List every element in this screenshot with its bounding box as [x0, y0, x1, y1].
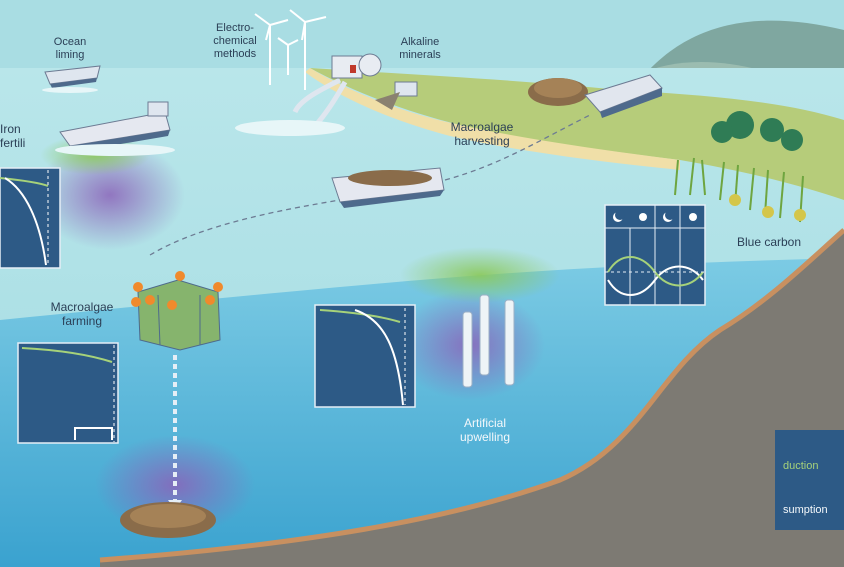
label-farming-2: farming [40, 314, 124, 328]
legend: duction sumption [775, 430, 844, 530]
label-alkaline-minerals: Alkaline minerals [388, 36, 452, 62]
label-alkaline-2: minerals [388, 49, 452, 62]
label-farming-1: Macroalgae [40, 300, 124, 314]
label-harvesting-1: Macroalgae [440, 120, 524, 134]
green-glow [400, 247, 560, 303]
label-macroalgae-harvesting: Macroalgae harvesting [440, 120, 524, 148]
label-electrochemical-2: chemical [200, 35, 270, 48]
label-artificial-upwelling: Artificial upwelling [445, 416, 525, 444]
label-blue-carbon: Blue carbon [727, 235, 811, 249]
label-harvesting-2: harvesting [440, 134, 524, 148]
seaweed-pile [528, 78, 588, 106]
splash [235, 120, 345, 136]
legend-production: duction [783, 460, 818, 472]
label-upwelling-2: upwelling [445, 430, 525, 444]
legend-consumption: sumption [783, 504, 828, 516]
label-ocean-liming: Ocean liming [42, 36, 98, 62]
label-ocean-liming-2: liming [42, 49, 98, 62]
label-iron-fertilization: Iron fertili [0, 122, 44, 150]
seaweed-pile [120, 502, 216, 538]
label-electrochemical: Electro- chemical methods [200, 22, 270, 61]
label-alkaline-1: Alkaline [388, 36, 452, 49]
iron-profile-panel [0, 168, 60, 268]
label-electrochemical-3: methods [200, 48, 270, 61]
label-ocean-liming-1: Ocean [42, 36, 98, 49]
label-electrochemical-1: Electro- [200, 22, 270, 35]
macroalgae-profile-panel [18, 343, 118, 443]
upwelling-profile-panel [315, 305, 415, 407]
blue-carbon-panel [605, 205, 705, 305]
label-iron-2: fertili [0, 136, 44, 150]
label-macroalgae-farming: Macroalgae farming [40, 300, 124, 328]
label-upwelling-1: Artificial [445, 416, 525, 430]
label-iron-1: Iron [0, 122, 44, 136]
factory-icon [332, 54, 381, 78]
